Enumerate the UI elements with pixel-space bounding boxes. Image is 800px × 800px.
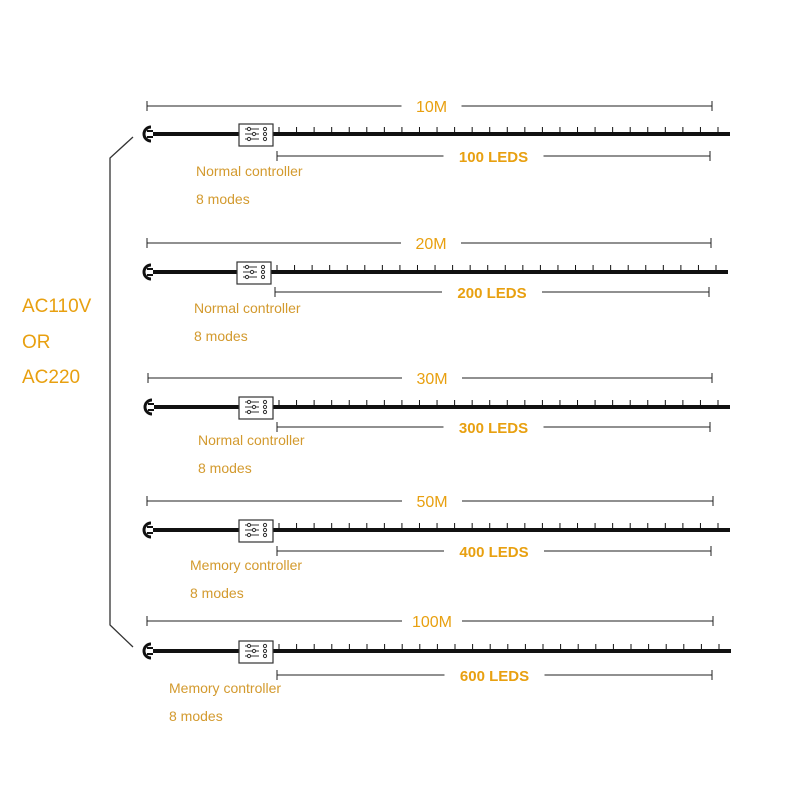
- controller-icon: [238, 396, 274, 420]
- controller-caption: Normal controller: [194, 300, 301, 316]
- plug-icon: [142, 642, 153, 660]
- modes-caption: 8 modes: [196, 191, 250, 207]
- controller-icon: [238, 519, 274, 543]
- string-length-label: 10M: [416, 99, 447, 116]
- led-string-1: 10M 100 LEDS Normal controller 8 modes: [142, 99, 730, 207]
- voltage-label-2: OR: [22, 332, 51, 353]
- controller-icon: [238, 123, 274, 147]
- led-count-label: 400 LEDS: [459, 544, 528, 561]
- string-length-label: 100M: [412, 614, 452, 631]
- modes-caption: 8 modes: [169, 708, 223, 724]
- plug-icon: [142, 125, 153, 143]
- led-string-2: 20M 200 LEDS Normal controller 8 modes: [142, 236, 728, 344]
- led-count-label: 100 LEDS: [459, 149, 528, 166]
- plug-icon: [143, 398, 154, 416]
- led-string-3: 30M 300 LEDS Normal controller 8 modes: [143, 371, 730, 476]
- voltage-label-3: AC220: [22, 367, 80, 388]
- modes-caption: 8 modes: [198, 460, 252, 476]
- controller-caption: Memory controller: [190, 557, 302, 573]
- controller-caption: Normal controller: [196, 163, 303, 179]
- modes-caption: 8 modes: [190, 585, 244, 601]
- string-length-label: 30M: [416, 371, 447, 388]
- plug-icon: [142, 521, 153, 539]
- controller-icon: [236, 261, 272, 285]
- led-count-label: 300 LEDS: [459, 420, 528, 437]
- string-length-label: 20M: [415, 236, 446, 253]
- controller-caption: Memory controller: [169, 680, 281, 696]
- voltage-bracket: [109, 136, 134, 648]
- led-count-label: 600 LEDS: [460, 668, 529, 685]
- plug-icon: [142, 263, 153, 281]
- modes-caption: 8 modes: [194, 328, 248, 344]
- led-count-label: 200 LEDS: [457, 285, 526, 302]
- led-string-5: 100M 600 LEDS Memory controller 8 modes: [142, 614, 731, 724]
- controller-caption: Normal controller: [198, 432, 305, 448]
- controller-icon: [238, 640, 274, 664]
- led-string-4: 50M 400 LEDS Memory controller 8 modes: [142, 494, 730, 601]
- voltage-label-1: AC110V: [22, 296, 92, 317]
- string-length-label: 50M: [416, 494, 447, 511]
